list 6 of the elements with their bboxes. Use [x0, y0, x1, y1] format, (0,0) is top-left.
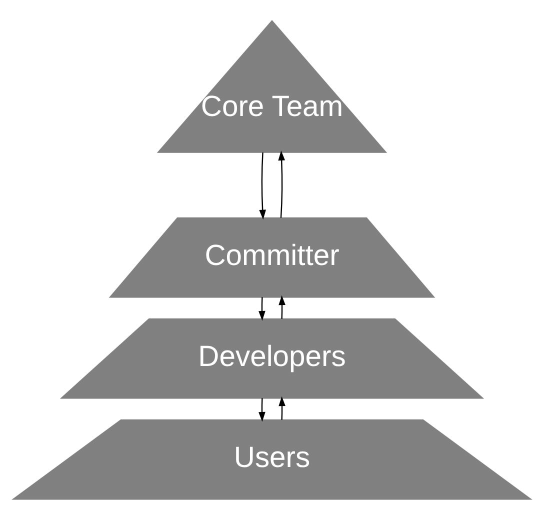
arrow: [278, 150, 286, 218]
arrow: [278, 396, 286, 420]
arrow: [258, 297, 266, 321]
arrow: [278, 295, 286, 319]
arrow: [258, 398, 266, 422]
arrow: [259, 152, 266, 220]
